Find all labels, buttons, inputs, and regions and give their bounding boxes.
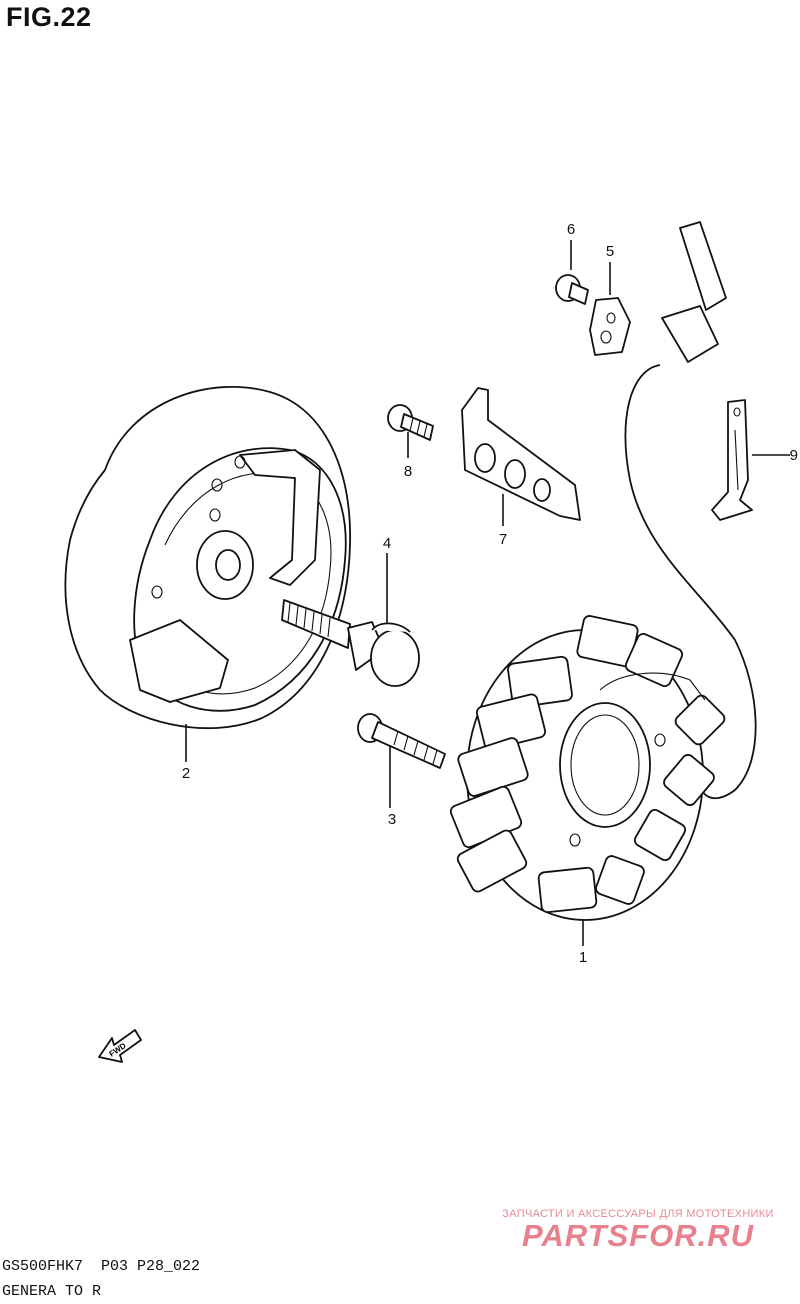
fwd-arrow-icon: FWD <box>98 1029 142 1063</box>
callout-9: 9 <box>790 447 798 464</box>
watermark: ЗАПЧАСТИ И АКСЕССУАРЫ ДЛЯ МОТОТЕХНИКИ PA… <box>488 1208 788 1254</box>
callout-4: 4 <box>383 535 391 552</box>
model-code: GS500FHK7 P03 P28_022 <box>2 1258 201 1275</box>
callout-8: 8 <box>404 463 412 480</box>
wire-clamp[interactable] <box>711 399 753 521</box>
callout-1: 1 <box>579 949 587 966</box>
clamp-plate[interactable] <box>589 297 631 356</box>
section-name: GENERA TO R <box>2 1283 102 1300</box>
guide-bolt[interactable] <box>387 404 434 441</box>
callout-2: 2 <box>182 765 190 782</box>
lead-wire-guide[interactable] <box>461 387 581 521</box>
stator-coil[interactable] <box>449 221 757 921</box>
figure-title: FIG.22 <box>6 2 92 32</box>
callout-5: 5 <box>606 243 614 260</box>
watermark-tagline: ЗАПЧАСТИ И АКСЕССУАРЫ ДЛЯ МОТОТЕХНИКИ <box>502 1208 774 1220</box>
callout-6: 6 <box>567 221 575 238</box>
leader-lines <box>185 240 790 946</box>
rotor-bolt[interactable] <box>281 599 420 687</box>
stator-bolt[interactable] <box>357 713 446 769</box>
callout-3: 3 <box>388 811 396 828</box>
callout-7: 7 <box>499 531 507 548</box>
plate-bolt[interactable] <box>555 274 589 305</box>
watermark-brand: PARTSFOR.RU <box>521 1218 755 1253</box>
rotor-flywheel[interactable] <box>64 385 351 730</box>
